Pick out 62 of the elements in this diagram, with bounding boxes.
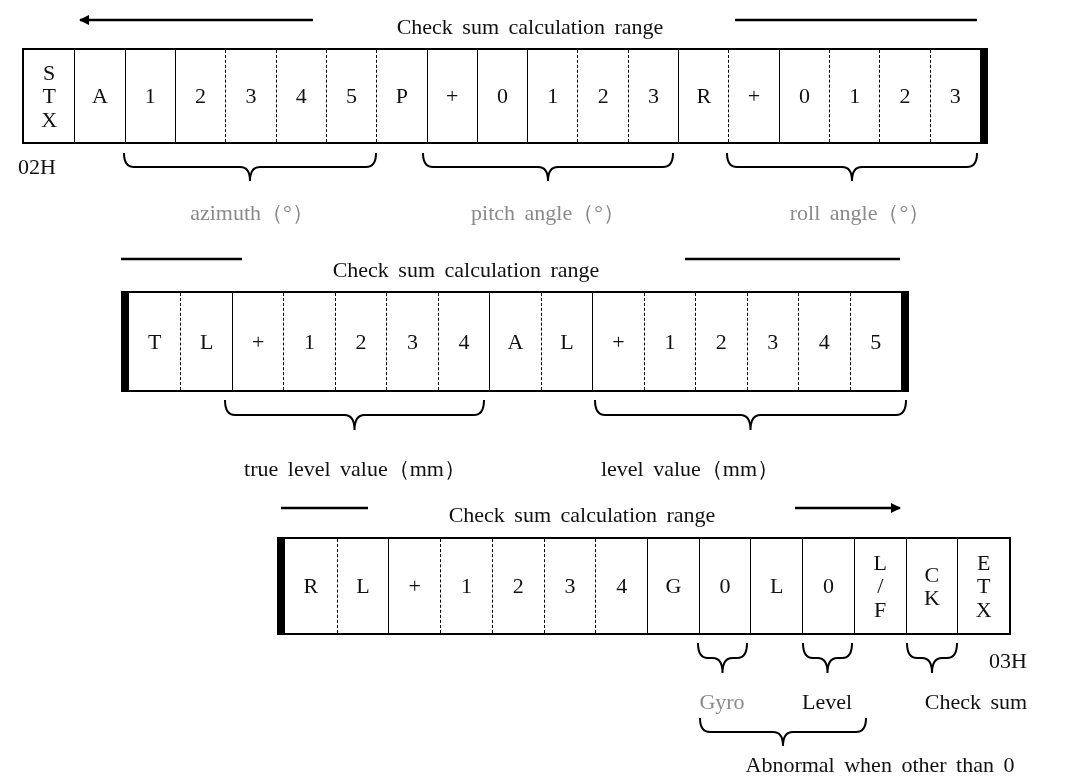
field-cell: 0 — [698, 539, 751, 633]
field-cell: 1 — [643, 293, 696, 390]
field-cell: 5 — [849, 293, 901, 390]
annotation-text: Check sum calculation range — [332, 257, 600, 283]
field-cell: T — [129, 293, 181, 390]
field-cell: L — [180, 293, 232, 390]
field-cell: 4 — [437, 293, 490, 390]
field-cell: 2 — [577, 50, 628, 142]
field-cell: 3 — [386, 293, 438, 390]
field-cell: 2 — [879, 50, 930, 142]
field-cell: 3 — [746, 293, 799, 390]
field-cell: 5 — [325, 50, 377, 142]
field-cell: 3 — [543, 539, 596, 633]
annotation-text: 02H — [18, 154, 56, 180]
field-cell: 0 — [778, 50, 830, 142]
field-cell: 2 — [695, 293, 747, 390]
annotation-text: pitch angle（°） — [471, 199, 625, 227]
field-cell: A — [489, 293, 541, 390]
field-cell: R — [678, 50, 729, 142]
field-cell: 1 — [124, 50, 175, 142]
field-cell: 1 — [283, 293, 335, 390]
annotation-text: Check sum calculation range — [448, 502, 716, 528]
annotation-text: roll angle（°） — [789, 199, 931, 227]
field-cell: 4 — [595, 539, 647, 633]
field-cell: 4 — [798, 293, 850, 390]
field-cell: 2 — [334, 293, 387, 390]
annotation-text: level value（mm） — [600, 455, 780, 483]
field-cell: 3 — [225, 50, 276, 142]
field-cell: P — [376, 50, 427, 142]
field-cell: 3 — [929, 50, 980, 142]
field-cell: L — [540, 293, 593, 390]
annotation-text: Abnormal when other than 0 — [745, 752, 1015, 778]
field-cell: + — [592, 293, 644, 390]
field-cell: R — [285, 539, 337, 633]
annotation-text: Level — [801, 689, 853, 715]
field-cell: + — [728, 50, 779, 142]
field-cell: 2 — [174, 50, 226, 142]
field-cell: 2 — [491, 539, 544, 633]
annotation-text: Check sum — [924, 689, 1028, 715]
field-cell: 3 — [627, 50, 679, 142]
field-cell: C K — [905, 539, 958, 633]
field-cell: L / F — [853, 539, 906, 633]
annotation-text: true level value（mm） — [244, 455, 466, 483]
field-cell: S T X — [24, 50, 75, 142]
annotation-text: 03H — [989, 648, 1027, 674]
field-cell: + — [388, 539, 441, 633]
annotation-text: Gyro — [699, 689, 745, 715]
field-cell: E T X — [957, 539, 1009, 633]
field-cell: A — [74, 50, 125, 142]
field-cell: 1 — [829, 50, 880, 142]
field-cell: L — [750, 539, 803, 633]
field-cell: 1 — [440, 539, 492, 633]
field-cell: 0 — [802, 539, 854, 633]
field-cell: + — [426, 50, 477, 142]
annotation-text: azimuth（°） — [190, 199, 314, 227]
field-cell: 4 — [275, 50, 326, 142]
field-cell: 1 — [527, 50, 578, 142]
field-cell: G — [647, 539, 699, 633]
field-cell: + — [231, 293, 284, 390]
field-cell: 0 — [476, 50, 528, 142]
annotation-text: Check sum calculation range — [396, 14, 664, 40]
field-cell: L — [336, 539, 389, 633]
